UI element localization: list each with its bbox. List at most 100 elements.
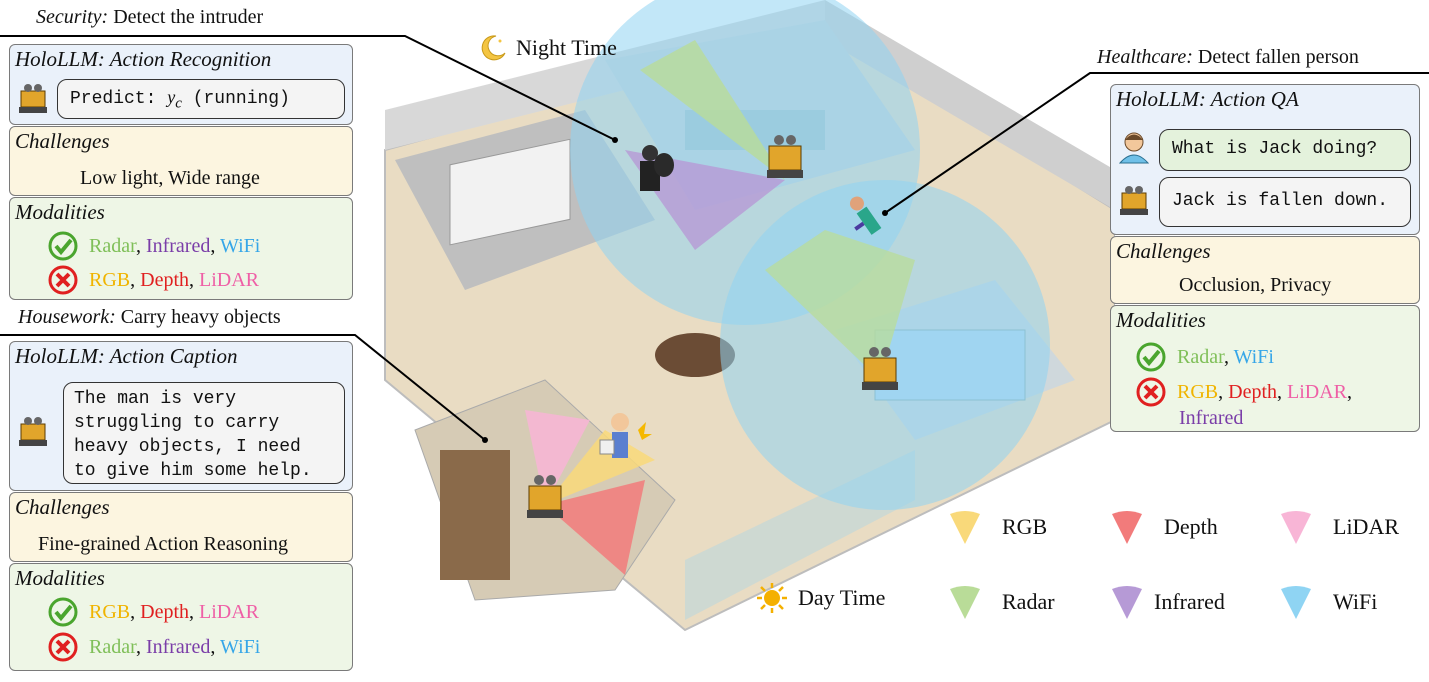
security-modalities-title: Modalities	[15, 200, 105, 224]
mod-infrared: Infrared	[145, 635, 211, 658]
security-challenges-title: Challenges	[15, 129, 110, 153]
security-heading: Security: Detect the intruder	[36, 6, 263, 29]
security-recognition-box: HoloLLM: Action Recognition Predict: yc …	[9, 44, 353, 125]
robot-icon	[19, 417, 47, 446]
predict-subscript: c	[175, 95, 182, 112]
healthcare-heading-italic: Healthcare:	[1097, 46, 1193, 68]
legend-rgb: RGB	[950, 510, 1047, 544]
bed	[449, 138, 571, 246]
mod-infrared: Infrared	[145, 234, 211, 257]
housework-challenges-text: Fine-grained Action Reasoning	[38, 533, 288, 555]
healthcare-challenges-text: Occlusion, Privacy	[1179, 274, 1332, 296]
legend-lidar: LiDAR	[1281, 510, 1399, 544]
healthcare-bad-row: RGB, Depth, LiDAR,	[1135, 376, 1352, 408]
cross-icon	[48, 265, 78, 295]
housework-heading: Housework: Carry heavy objects	[18, 306, 281, 329]
mod-wifi: WiFi	[220, 635, 261, 658]
caption-line: The man is very	[74, 389, 237, 409]
healthcare-heading-rest: Detect fallen person	[1192, 46, 1359, 68]
legend-radar-label: Radar	[1002, 589, 1055, 614]
question-bubble: What is Jack doing?	[1159, 129, 1411, 171]
dining-table	[655, 333, 735, 377]
housework-modalities-title: Modalities	[15, 566, 105, 590]
night-time-text: Night Time	[516, 35, 617, 60]
depth-beam-icon	[1112, 511, 1142, 544]
legend-infrared: Infrared	[1112, 585, 1225, 619]
robot-top	[767, 135, 803, 178]
security-prediction-bubble: Predict: yc (running)	[57, 79, 345, 119]
answer-bubble: Jack is fallen down.	[1159, 177, 1411, 227]
security-challenges-box: Challenges Low light, Wide range	[9, 126, 353, 196]
legend-depth: Depth	[1112, 510, 1218, 544]
infrared-beam-icon	[1112, 586, 1142, 619]
healthcare-challenges-box: Challenges Occlusion, Privacy	[1110, 236, 1420, 304]
predict-variable: y	[167, 87, 176, 107]
legend-depth-label: Depth	[1164, 514, 1218, 539]
security-recognition-title: HoloLLM: Action Recognition	[15, 47, 272, 71]
mod-radar: Radar	[1177, 345, 1224, 368]
user-avatar-icon	[1118, 132, 1150, 164]
cross-icon	[48, 632, 78, 662]
kitchen-counter	[440, 450, 510, 580]
mod-depth: Depth	[1228, 380, 1278, 403]
mod-radar: Radar	[89, 635, 136, 658]
housework-caption-box: HoloLLM: Action Caption The man is very …	[9, 341, 353, 491]
housework-bad-row: Radar, Infrared, WiFi	[47, 631, 260, 663]
healthcare-challenges-title: Challenges	[1116, 239, 1211, 263]
mod-wifi: WiFi	[1233, 345, 1274, 368]
healthcare-heading: Healthcare: Detect fallen person	[1097, 46, 1359, 69]
mod-lidar: LiDAR	[199, 268, 260, 291]
legend-wifi-label: WiFi	[1333, 589, 1378, 614]
legend-rgb-label: RGB	[1002, 514, 1048, 539]
legend-wifi: WiFi	[1281, 585, 1377, 619]
housework-heading-italic: Housework:	[18, 306, 116, 328]
mod-depth: Depth	[140, 600, 190, 623]
robot-kitchen	[527, 475, 563, 518]
security-heading-rest: Detect the intruder	[108, 6, 264, 28]
intruder-figure	[640, 145, 674, 191]
mod-infrared: Infrared	[1179, 407, 1244, 429]
robot-icon	[19, 84, 47, 113]
healthcare-connector	[884, 72, 1429, 214]
legend-lidar-label: LiDAR	[1333, 514, 1399, 539]
check-icon	[1136, 342, 1166, 372]
healthcare-modalities-title: Modalities	[1116, 308, 1206, 332]
robot-right	[862, 347, 898, 390]
depth-beam	[545, 480, 645, 575]
mod-lidar: LiDAR	[1287, 380, 1348, 403]
sun-icon	[757, 583, 787, 613]
mod-wifi: WiFi	[220, 234, 261, 257]
robot-icon	[1120, 186, 1148, 215]
moon-icon	[481, 35, 506, 61]
mod-radar: Radar	[89, 234, 136, 257]
housework-challenges-title: Challenges	[15, 495, 110, 519]
radar-beam-top	[640, 40, 785, 180]
check-icon	[48, 231, 78, 261]
day-time-label: Day Time	[756, 582, 885, 614]
check-icon	[48, 597, 78, 627]
predict-suffix: (running)	[181, 89, 290, 109]
healthcare-qa-box: HoloLLM: Action QA What is Jack doing? J…	[1110, 84, 1420, 235]
healthcare-qa-title: HoloLLM: Action QA	[1116, 87, 1299, 111]
security-modalities-box: Modalities Radar, Infrared, WiFi RGB, De…	[9, 197, 353, 300]
legend-infrared-label: Infrared	[1154, 589, 1225, 614]
caption-line: to give him some help.	[74, 461, 312, 481]
security-heading-italic: Security:	[36, 6, 109, 28]
house-right-wall	[825, 0, 1115, 210]
caption-line: struggling to carry	[74, 413, 280, 433]
legend-radar: Radar	[950, 585, 1055, 619]
housework-challenges-box: Challenges Fine-grained Action Reasoning	[9, 492, 353, 562]
worker-figure	[599, 413, 652, 458]
night-time-label: Night Time	[478, 33, 617, 63]
mod-rgb: RGB	[89, 268, 131, 291]
housework-caption-title: HoloLLM: Action Caption	[15, 344, 238, 368]
mod-rgb: RGB	[89, 600, 131, 623]
security-good-row: Radar, Infrared, WiFi	[47, 230, 260, 262]
housework-connector	[0, 334, 486, 441]
fallen-person-figure	[849, 196, 882, 235]
healthcare-modalities-box: Modalities Radar, WiFi RGB, Depth, LiDAR…	[1110, 305, 1420, 432]
mod-depth: Depth	[140, 268, 190, 291]
housework-modalities-box: Modalities RGB, Depth, LiDAR Radar, Infr…	[9, 563, 353, 671]
lidar-beam-icon	[1281, 511, 1311, 544]
